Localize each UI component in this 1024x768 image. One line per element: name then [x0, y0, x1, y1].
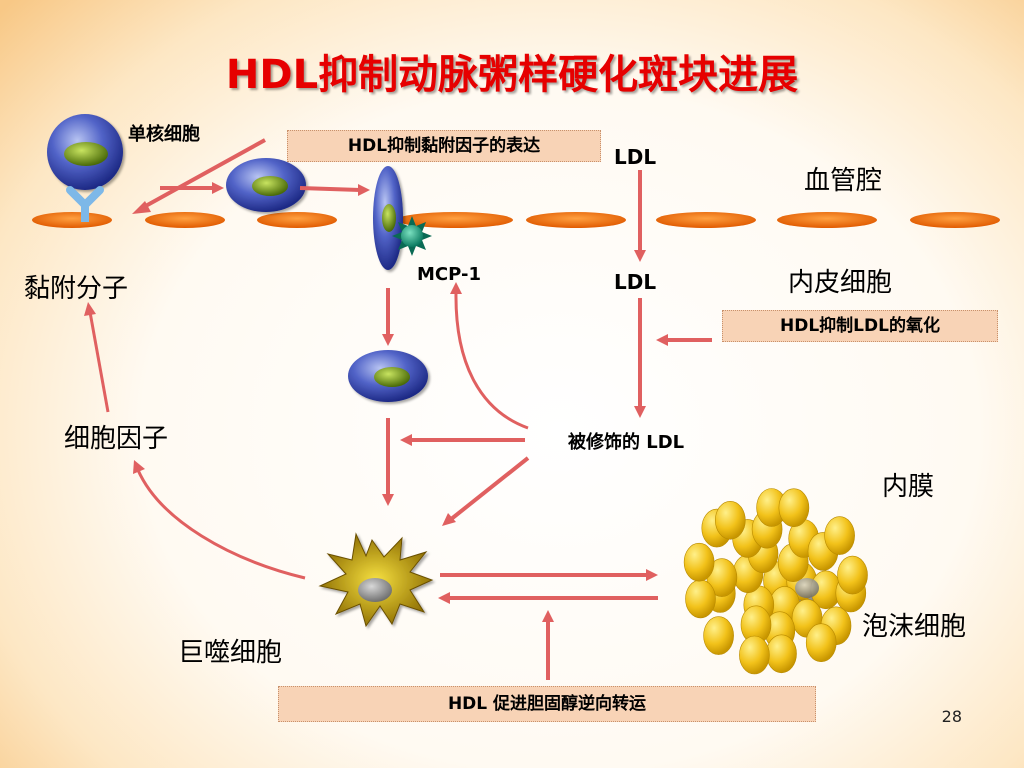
lipid-droplet: [837, 555, 868, 595]
label-ldl-lumen: LDL: [614, 145, 657, 169]
label-macrophage: 巨噬细胞: [178, 638, 283, 668]
lipid-droplet: [683, 542, 715, 582]
endothelium-layer: [32, 212, 1000, 228]
page-number: 28: [941, 707, 962, 726]
box-hdl-inhibits-adhesion: HDL抑制黏附因子的表达: [287, 130, 601, 162]
lipid-droplet: [766, 634, 797, 674]
macrophage: [318, 532, 434, 628]
label-adhesion-molecule: 黏附分子: [24, 274, 129, 304]
label-vessel-lumen: 血管腔: [804, 166, 883, 196]
arrow-ldl-path: [634, 170, 712, 418]
label-endothelial-cell: 内皮细胞: [788, 268, 893, 298]
label-monocyte: 单核细胞: [128, 124, 200, 145]
lipid-droplet: [824, 516, 855, 555]
adhered-monocyte: [47, 114, 123, 190]
label-mcp1: MCP-1: [417, 264, 481, 285]
box-hdl-reverse-transport: HDL 促进胆固醇逆向转运: [278, 686, 816, 722]
label-cytokine: 细胞因子: [64, 424, 169, 454]
page-title: HDL抑制动脉粥样硬化斑块进展: [225, 52, 799, 98]
lipid-droplet: [778, 488, 810, 528]
mcp1-molecule: [392, 216, 432, 256]
adhesion-molecule-receptor: [66, 186, 104, 222]
lipid-droplet: [685, 579, 716, 619]
intima-monocyte: [348, 350, 428, 402]
rolling-monocyte: [226, 158, 306, 212]
arrow-cytokine-loop: [84, 302, 306, 580]
box-hdl-inhibits-oxidation: HDL抑制LDL的氧化: [722, 310, 998, 342]
arrow-macrophage-foam: [438, 569, 658, 680]
label-intima: 内膜: [882, 472, 935, 502]
lipid-droplet: [703, 616, 734, 655]
arrow-monocyte-path: [132, 138, 394, 506]
lipid-droplet: [714, 500, 746, 540]
label-ldl-intima: LDL: [614, 270, 657, 294]
label-modified-ldl: 被修饰的 LDL: [568, 432, 685, 453]
lipid-droplet: [739, 635, 770, 675]
label-foam-cell: 泡沫细胞: [862, 612, 967, 642]
arrows: [84, 138, 712, 680]
transmigrating-monocyte: [373, 166, 403, 270]
foam-cell: [683, 488, 868, 675]
lipid-droplet: [805, 623, 837, 663]
arrow-modified-ldl: [400, 282, 530, 526]
